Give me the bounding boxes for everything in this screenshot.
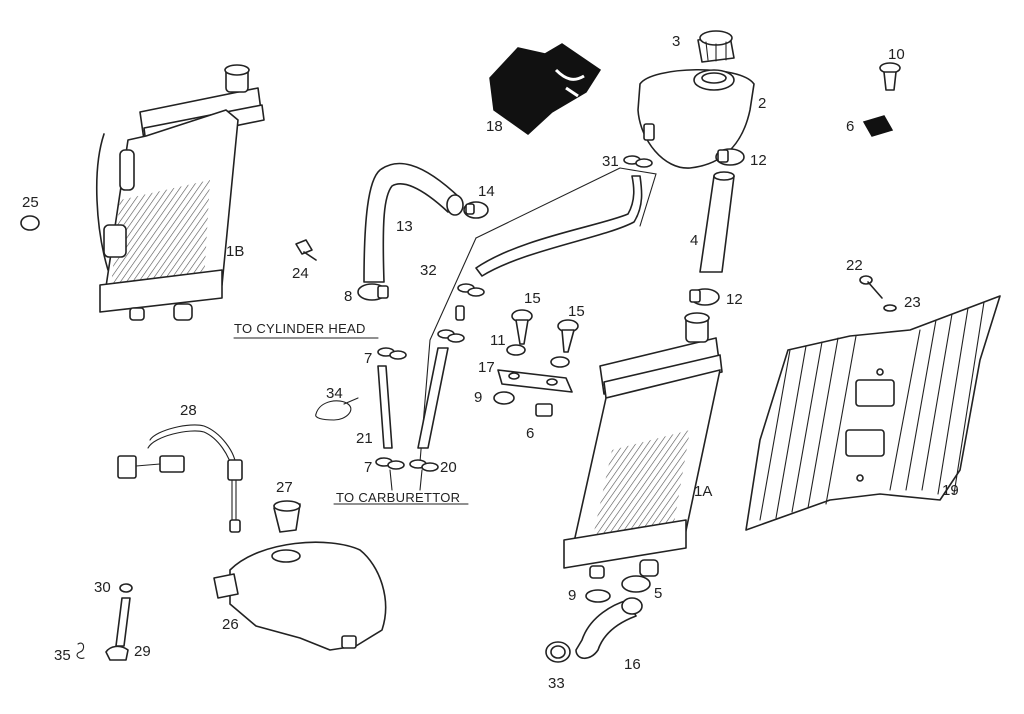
hose-clamp-12b-icon [689,288,720,306]
callout-18: 18 [486,118,503,135]
callout-3: 3 [672,33,680,50]
callout-15a: 15 [524,290,541,307]
callout-4: 4 [690,232,698,249]
note-to-carburettor: TO CARBURETTOR [336,490,460,505]
callout-17: 17 [478,359,495,376]
callout-labels: 1A 1B 2 3 4 5 6 6 7 7 8 9 9 10 11 12 12 … [22,33,959,692]
callout-21: 21 [356,430,373,447]
callout-8: 8 [344,288,352,305]
callout-13: 13 [396,218,413,235]
oil-pipe-29-icon [105,597,131,661]
callout-6b: 6 [846,118,854,135]
callout-7a: 7 [364,350,372,367]
callout-34: 34 [326,385,343,402]
radiator-guard-icon [745,295,1001,531]
callout-20: 20 [440,459,457,476]
note-to-cylinder-head: TO CYLINDER HEAD [234,321,366,336]
hose-clamp-14-icon [463,201,489,219]
clip-31-icon [623,155,653,168]
callout-10: 10 [888,46,905,63]
expansion-tank-icon [637,68,755,169]
callout-25: 25 [22,194,39,211]
washer-23-icon [883,304,897,312]
breather-hose-32-icon [475,175,643,277]
callout-5: 5 [654,585,662,602]
callout-26: 26 [222,616,239,633]
spring-clip-34-icon [315,397,359,421]
wiring-sensor-icon [117,424,243,533]
callout-27: 27 [276,479,293,496]
screw-15a-icon [511,309,533,345]
clip-7-top-icon [377,347,407,360]
callout-15b: 15 [568,303,585,320]
shroud-18-icon [489,43,602,135]
clip-upper-icon [437,283,485,343]
callout-6a: 6 [526,425,534,442]
callout-33: 33 [548,675,565,692]
ring-25-icon [20,215,40,231]
callout-19: 19 [942,482,959,499]
oil-tank-icon [213,541,387,651]
grommet-9b-icon [585,589,611,603]
screw-15b-icon [557,319,579,353]
callout-29: 29 [134,643,151,660]
callout-32: 32 [420,262,437,279]
cap-27-icon [273,500,301,533]
hose-16-icon [575,599,637,660]
callout-24: 24 [292,265,309,282]
radiator-1b-icon [95,64,265,321]
hose-4-icon [699,175,735,273]
washer-11b-icon [550,356,570,368]
clip-nut-6b-icon [862,115,894,137]
screw-10-icon [879,62,901,91]
tank-cap-icon [697,30,735,63]
callout-2: 2 [758,95,766,112]
clip-20-icon [409,459,439,472]
washer-11-icon [506,344,526,356]
hose-21-icon [377,365,393,449]
bolt-22-icon [859,275,883,299]
spring-35-icon [76,642,85,659]
grommet-9a-icon [493,391,515,405]
callout-23: 23 [904,294,921,311]
bracket-17-icon [497,369,573,393]
callout-14: 14 [478,183,495,200]
clip-nut-6a-icon [535,403,553,417]
hose-clamp-8-icon [357,283,389,301]
callout-16: 16 [624,656,641,673]
callout-28: 28 [180,402,197,419]
hose-20-icon [417,347,449,449]
hose-clamp-12a-icon [715,148,745,166]
callout-22: 22 [846,257,863,274]
callout-1a: 1A [694,483,712,500]
callout-9a: 9 [474,389,482,406]
clip-30-icon [119,583,133,593]
callout-31: 31 [602,153,619,170]
callout-35: 35 [54,647,71,664]
callout-9b: 9 [568,587,576,604]
callout-12b: 12 [726,291,743,308]
callout-1b: 1B [226,243,244,260]
clip-7-bottom-icon [375,457,405,470]
radiator-1a-icon [563,312,723,579]
sensor-24-icon [295,239,317,261]
callout-11: 11 [490,332,506,349]
callout-30: 30 [94,579,111,596]
callout-7b: 7 [364,459,372,476]
hose-clamp-5-icon [621,575,651,593]
callout-12a: 12 [750,152,767,169]
